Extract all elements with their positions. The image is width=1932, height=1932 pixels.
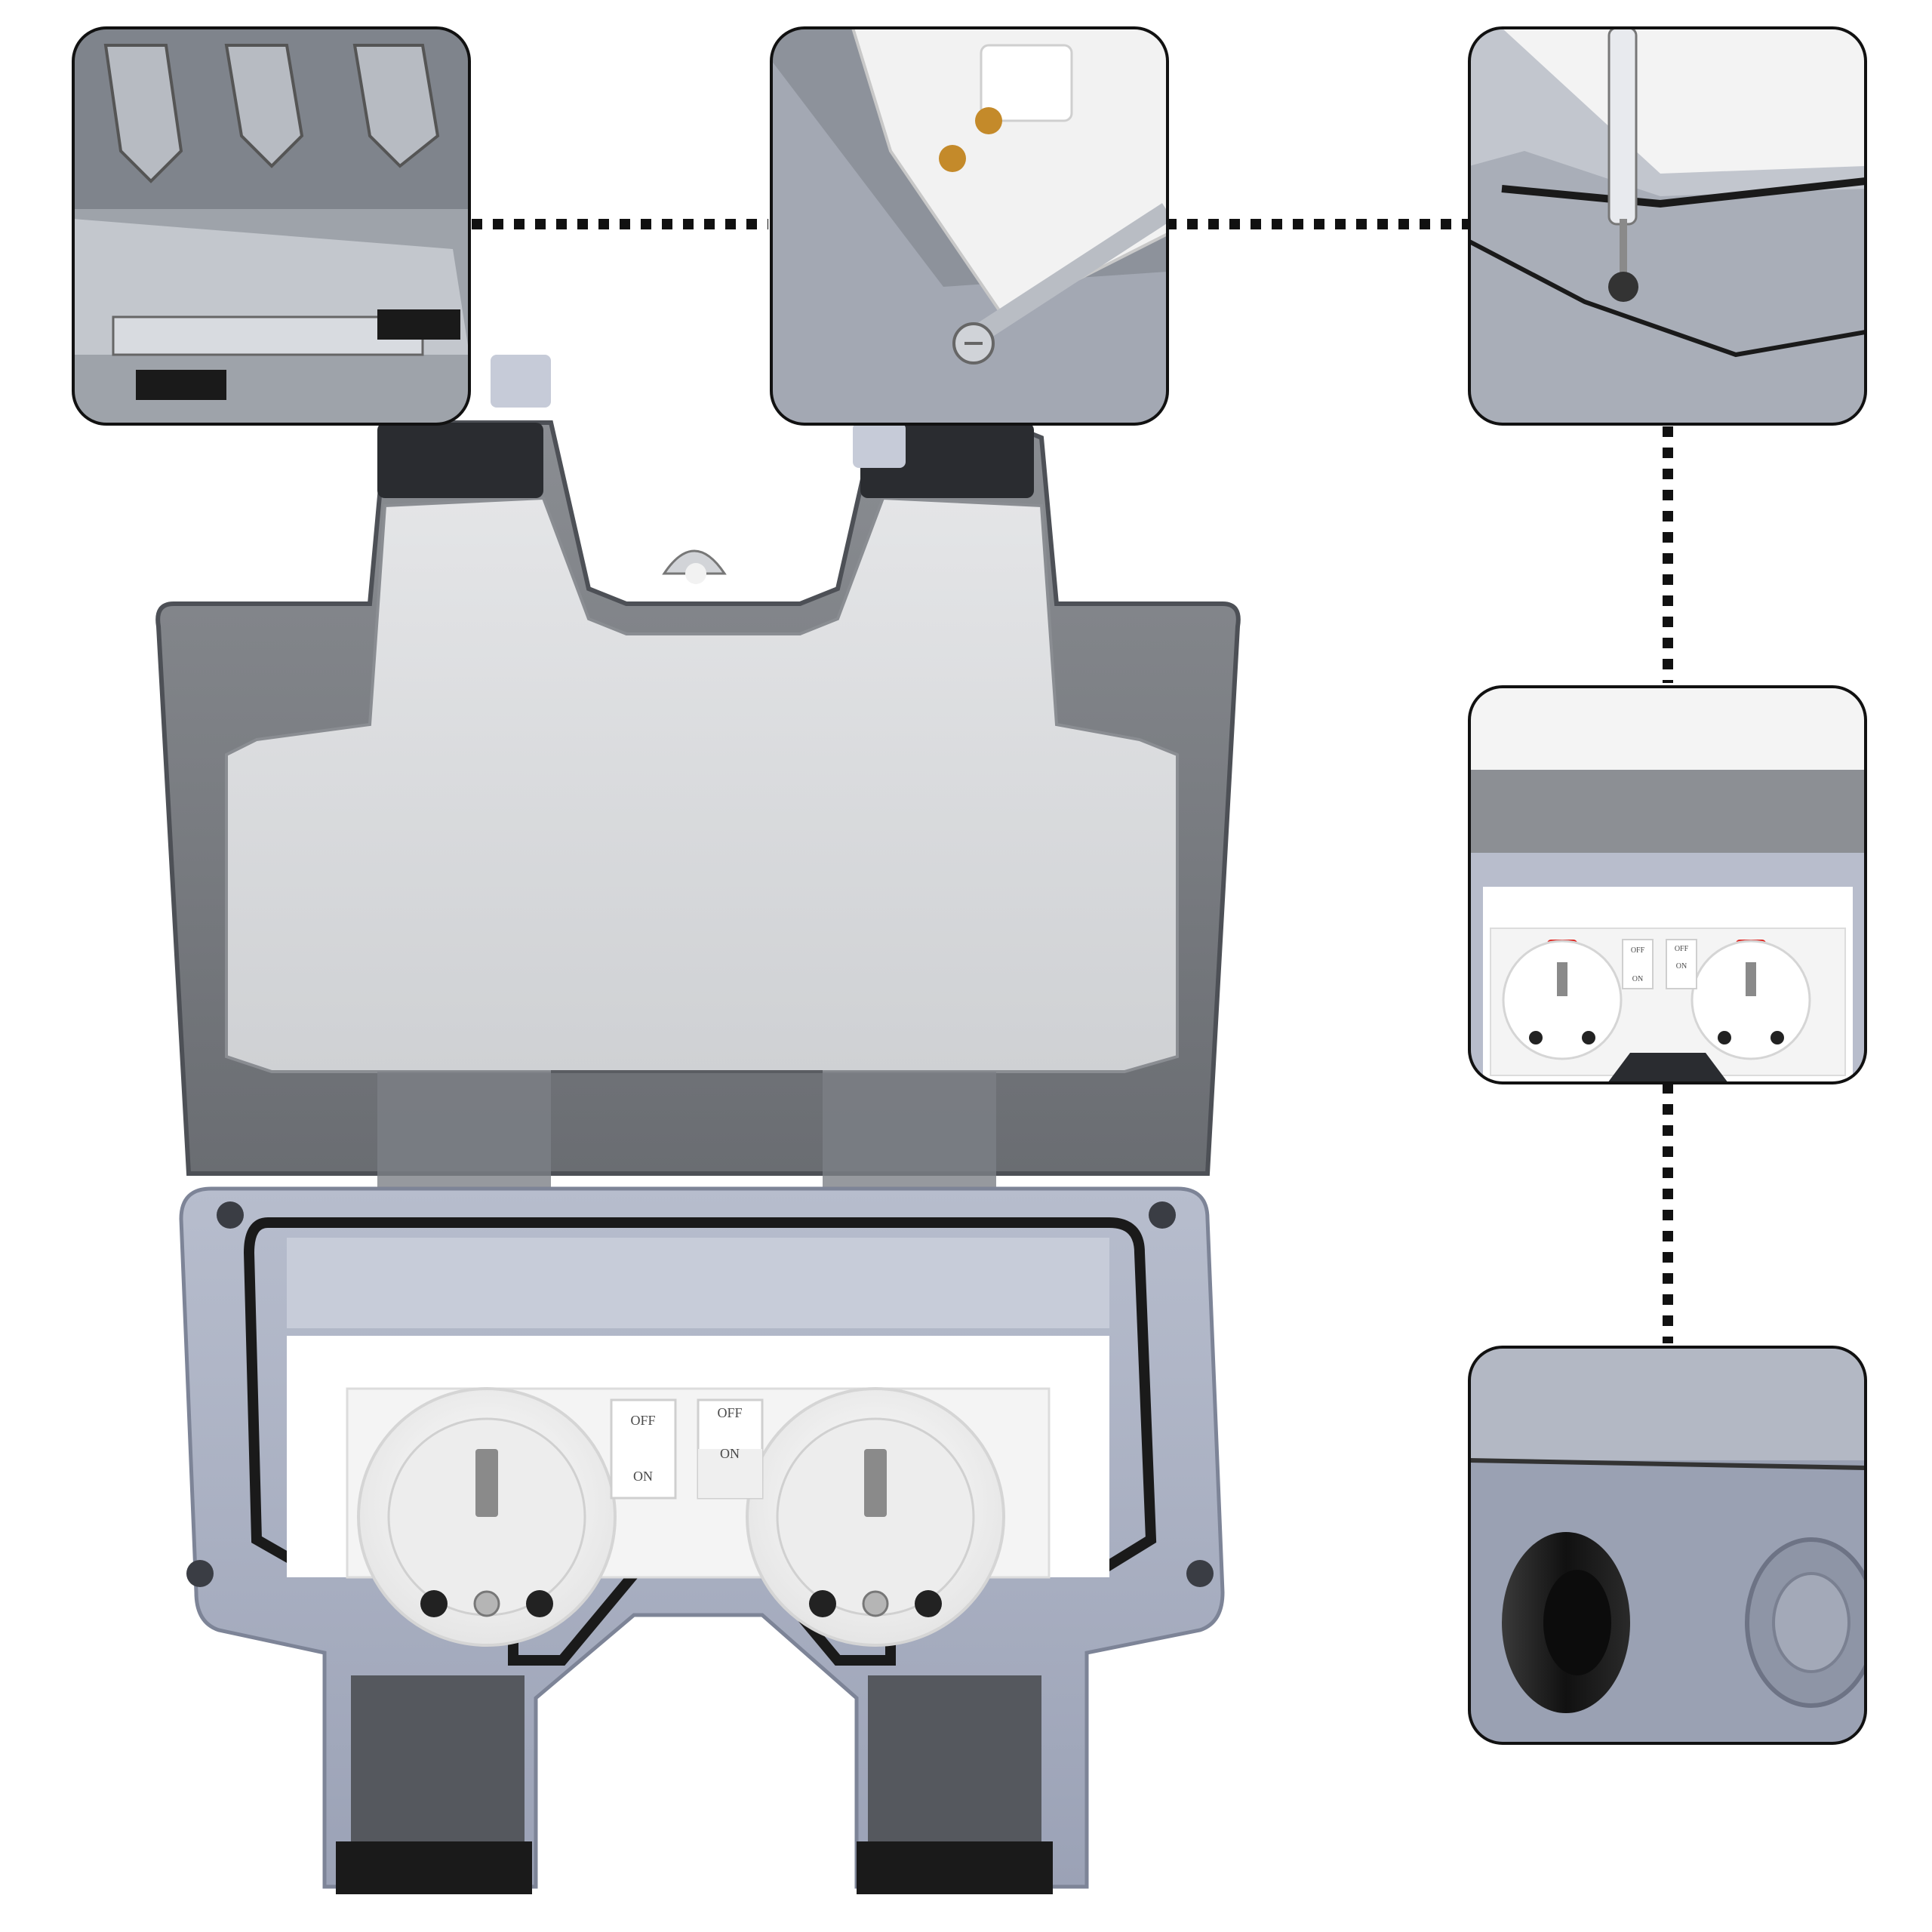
socket-faceplate: OFF ON OFF ON	[287, 1336, 1109, 1647]
right-rocker-switch: OFF ON	[697, 1398, 764, 1500]
socket-overview-detail-photo: OFF ON OFF ON	[1468, 685, 1867, 1084]
detail-right-switch-off-label: OFF	[1675, 945, 1689, 953]
hinge-detail-photo	[72, 26, 471, 426]
left-socket-outlet	[357, 1387, 617, 1647]
left-rocker-switch: OFF ON	[610, 1398, 677, 1500]
detail-left-switch-off-label: OFF	[1631, 946, 1645, 955]
terminal-screw-detail-photo	[770, 26, 1169, 426]
open-lid	[155, 355, 1241, 1215]
cable-gland-detail-photo	[1468, 1346, 1867, 1745]
right-switch-on-label: ON	[720, 1446, 740, 1461]
detail-left-switch-on-label: ON	[1632, 975, 1643, 983]
right-socket-outlet	[746, 1387, 1005, 1647]
left-switch-on-label: ON	[633, 1469, 653, 1484]
screwdriver-detail-photo	[1468, 26, 1867, 426]
left-switch-off-label: OFF	[630, 1413, 655, 1428]
bottom-latches	[336, 1675, 1053, 1894]
detail-right-switch-on-label: ON	[1676, 962, 1687, 971]
right-switch-off-label: OFF	[717, 1405, 742, 1420]
